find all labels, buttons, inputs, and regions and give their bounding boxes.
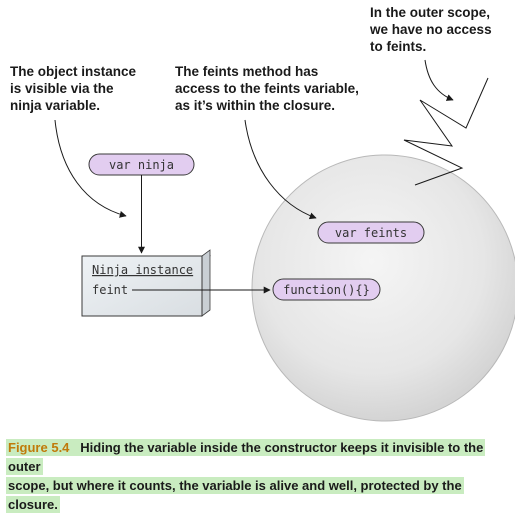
var-ninja-label: var ninja — [109, 158, 174, 172]
figure-label: Figure 5.4 — [8, 440, 70, 455]
feints-method-arrow — [244, 119, 317, 220]
ninja-instance-title: Ninja instance — [92, 263, 193, 277]
var-feints-node: var feints — [317, 221, 425, 244]
annotation-outer-scope: In the outer scope, we have no access to… — [369, 5, 495, 54]
var-ninja-node: var ninja — [88, 153, 195, 176]
annotation-object-instance: The object instance is visible via the n… — [10, 64, 140, 113]
caption-text-2: scope, but where it counts, the variable… — [8, 478, 462, 512]
caption-line-1: Figure 5.4 Hiding the variable inside th… — [6, 439, 486, 475]
closure-diagram: In the outer scope, we have no access to… — [10, 5, 515, 422]
function-node: function(){} — [272, 278, 381, 301]
var-feints-label: var feints — [335, 226, 407, 240]
object-instance-arrow — [54, 119, 127, 218]
function-label: function(){} — [283, 283, 370, 297]
ninja-instance-object: Ninja instance feint — [81, 249, 211, 317]
outer-scope-arrow — [424, 59, 454, 101]
closure-sphere — [251, 154, 515, 422]
figure-caption: Figure 5.4 Hiding the variable inside th… — [6, 438, 510, 514]
access-barrier-zigzag — [403, 77, 489, 186]
caption-line-2: scope, but where it counts, the variable… — [6, 477, 464, 513]
annotation-feints-method: The feints method has access to the fein… — [175, 64, 363, 113]
feint-property-label: feint — [92, 283, 128, 297]
caption-text-1: Hiding the variable inside the construct… — [8, 440, 484, 474]
